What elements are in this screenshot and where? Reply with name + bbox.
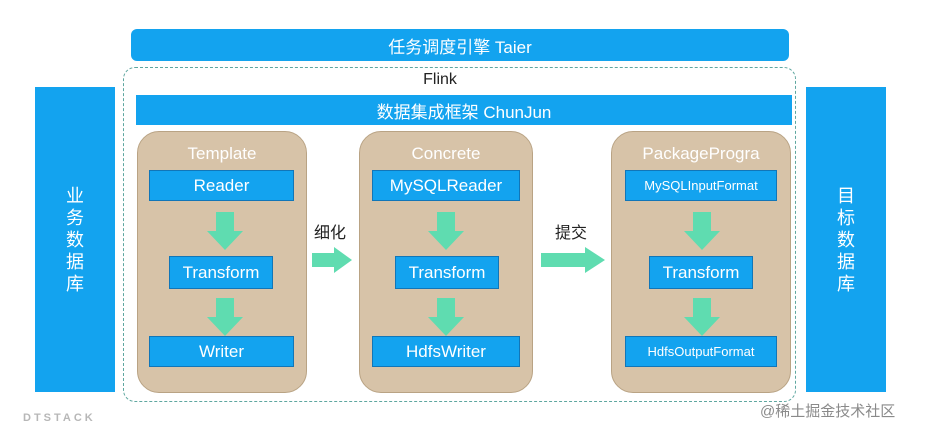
source-char: 务 (66, 207, 84, 228)
right-arrow-icon (312, 247, 352, 273)
down-arrow-icon (684, 212, 720, 250)
template-transform-box: Transform (169, 256, 273, 289)
concrete-title: Concrete (411, 144, 481, 163)
package-transform-box: Transform (649, 256, 753, 289)
source-char: 据 (66, 251, 84, 272)
target-char: 标 (837, 207, 855, 228)
template-title: Template (187, 144, 257, 163)
down-arrow-icon (428, 298, 464, 336)
down-arrow-icon (428, 212, 464, 250)
template-writer-box: Writer (149, 336, 294, 367)
concrete-writer-box: HdfsWriter (372, 336, 520, 367)
target-database: 目 标 数 据 库 (806, 87, 886, 392)
refine-label: 细化 (314, 225, 347, 242)
task-scheduler-bar: 任务调度引擎 Taier (131, 29, 789, 61)
target-char: 数 (837, 229, 855, 250)
concrete-transform-box: Transform (395, 256, 499, 289)
submit-label: 提交 (555, 225, 588, 242)
template-reader-box: Reader (149, 170, 294, 201)
package-reader-box: MySQLInputFormat (625, 170, 777, 201)
down-arrow-icon (207, 298, 243, 336)
package-title: PackageProgra (642, 144, 760, 163)
source-char: 库 (66, 273, 84, 294)
source-database: 业 务 数 据 库 (35, 87, 115, 392)
down-arrow-icon (684, 298, 720, 336)
framework-bar: 数据集成框架 ChunJun (136, 95, 792, 125)
target-char: 库 (837, 273, 855, 294)
source-char: 数 (66, 229, 84, 250)
juejin-watermark: @稀土掘金技术社区 (760, 403, 896, 420)
flink-label: Flink (423, 71, 457, 88)
package-writer-box: HdfsOutputFormat (625, 336, 777, 367)
down-arrow-icon (207, 212, 243, 250)
target-char: 目 (837, 185, 855, 206)
dtstack-watermark: DTSTACK (23, 412, 96, 424)
right-arrow-icon (541, 247, 605, 273)
flink-frame (123, 67, 796, 402)
target-char: 据 (837, 251, 855, 272)
concrete-reader-box: MySQLReader (372, 170, 520, 201)
source-char: 业 (66, 185, 84, 206)
